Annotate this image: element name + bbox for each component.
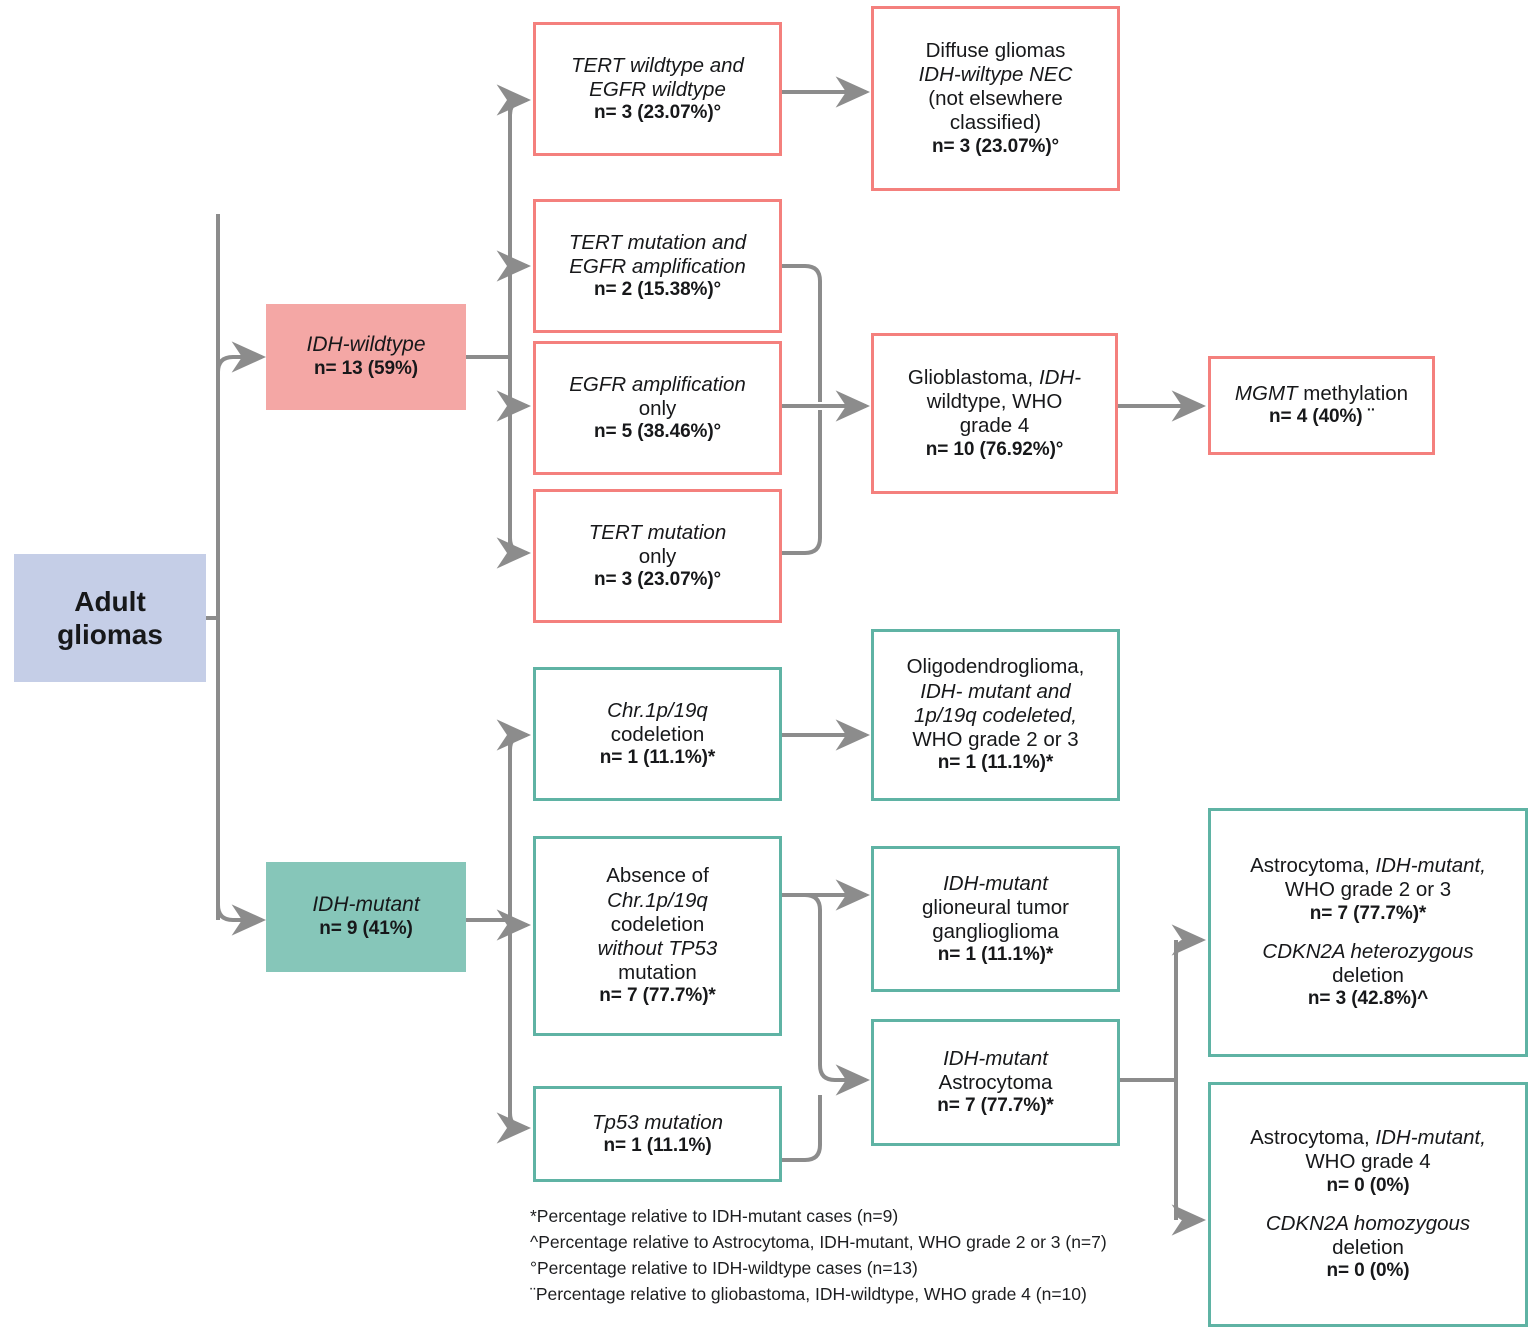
node-label-line: WHO grade 2 or 3 — [912, 727, 1079, 751]
node-count: n= 4 (40%) ¨ — [1269, 406, 1374, 428]
node-label-line: CDKN2A heterozygous — [1211, 940, 1525, 964]
node-label-line: EGFR amplification — [569, 372, 746, 396]
node-label-line: 1p/19q codeleted, — [874, 704, 1117, 728]
node-count: n= 3 (23.07%)° — [931, 135, 1060, 157]
gene-name: without TP53 — [597, 936, 718, 960]
node-tp53-mutation[interactable]: Tp53 mutation n= 1 (11.1%) — [533, 1086, 782, 1182]
node-label-line: IDH-mutant — [312, 893, 420, 917]
node-tert-wt-egfr-wt[interactable]: TERT wildtype and EGFR wildtype n= 3 (23… — [533, 22, 782, 156]
node-label-line: codeletion — [610, 912, 705, 936]
node-label-line: TERT mutation — [588, 520, 727, 544]
node-label-line: only — [638, 396, 677, 420]
node-chr1p19q-codeletion[interactable]: Chr.1p/19q codeletion n= 1 (11.1%)* — [533, 667, 782, 801]
node-label-line: without TP53 — [536, 937, 779, 961]
node-mgmt-methylation[interactable]: MGMT methylation n= 4 (40%) ¨ — [1208, 356, 1435, 455]
node-label-line: MGMT methylation — [1234, 382, 1409, 406]
node-label-line: IDH-mutant — [943, 871, 1048, 895]
node-count: n= 9 (41%) — [319, 918, 413, 940]
node-count-secondary: n= 3 (42.8%)^ — [1307, 988, 1429, 1010]
node-label-line: deletion — [1332, 964, 1404, 988]
node-label-line: Diffuse gliomas — [925, 38, 1066, 62]
node-label-line: grade 4 — [959, 414, 1030, 438]
node-diffuse-gliomas-nec[interactable]: Diffuse gliomas IDH-wiltype NEC (not els… — [871, 6, 1120, 191]
gene-name: EGFR amplification — [569, 254, 746, 278]
node-label-line: Astrocytoma, IDH-mutant, — [1250, 1126, 1486, 1150]
node-label-line: glioneural tumor — [922, 895, 1069, 919]
gene-name: TERT mutation and — [568, 230, 747, 254]
node-astrocytoma-grade-4[interactable]: Astrocytoma, IDH-mutant, WHO grade 4 n= … — [1208, 1082, 1528, 1327]
node-label-line: WHO grade 2 or 3 — [1284, 878, 1452, 902]
legend-item: °Percentage relative to IDH-wildtype cas… — [530, 1257, 918, 1278]
node-label-line: Glioblastoma, IDH- — [907, 366, 1082, 390]
node-label-line: Chr.1p/19q — [607, 888, 708, 912]
node-label-line: ganglioglioma — [932, 919, 1059, 943]
node-count: n= 0 (0%) — [1326, 1174, 1410, 1196]
node-label-line: gliomas — [57, 619, 163, 650]
node-label-line: wildtype, WHO — [926, 390, 1063, 414]
node-tert-mut-egfr-amp[interactable]: TERT mutation and EGFR amplification n= … — [533, 199, 782, 333]
locus-name: 1p/19q codeleted, — [914, 703, 1077, 727]
node-count: n= 2 (15.38%)° — [593, 278, 722, 300]
node-label-line: Astrocytoma — [938, 1071, 1053, 1095]
node-label-line: deletion — [1332, 1236, 1404, 1260]
node-idh-wildtype[interactable]: IDH-wildtype n= 13 (59%) — [266, 304, 466, 410]
node-label-line: codeletion — [610, 722, 705, 746]
legend-item: *Percentage relative to IDH-mutant cases… — [530, 1206, 899, 1226]
legend-footnotes: *Percentage relative to IDH-mutant cases… — [530, 1204, 1107, 1308]
gene-name: CDKN2A homozygous — [1265, 1212, 1471, 1235]
node-label-line: TERT wildtype and — [571, 53, 744, 77]
node-count: n= 1 (11.1%)* — [599, 746, 716, 768]
node-label-line: only — [638, 544, 677, 568]
node-label-line: Chr.1p/19q — [607, 698, 708, 722]
node-count: n= 7 (77.7%)* — [1309, 902, 1427, 924]
node-label-line: IDH-mutant — [943, 1047, 1048, 1071]
node-glioneural-tumor[interactable]: IDH-mutant glioneural tumor gangliogliom… — [871, 846, 1120, 992]
node-count: n= 5 (38.46%)° — [593, 420, 722, 442]
node-count: n= 7 (77.7%)* — [599, 985, 716, 1007]
legend-item: ^Percentage relative to Astrocytoma, IDH… — [530, 1231, 1107, 1252]
node-count: n= 13 (59%) — [314, 358, 418, 380]
node-count-secondary: n= 0 (0%) — [1326, 1260, 1410, 1282]
node-count: n= 1 (11.1%)* — [937, 944, 1054, 966]
node-label-line: Astrocytoma, IDH-mutant, — [1250, 854, 1486, 878]
node-label-line: classified) — [949, 111, 1042, 135]
node-label-line: mutation — [618, 961, 697, 985]
node-label-line: EGFR amplification — [536, 255, 779, 279]
node-count: n= 10 (76.92%)° — [925, 438, 1064, 460]
node-count: n= 3 (23.07%)° — [593, 101, 722, 123]
node-count: n= 3 (23.07%)° — [593, 568, 722, 590]
node-label-line: Oligodendroglioma, — [906, 655, 1085, 679]
node-label-line: IDH-wildtype — [306, 333, 426, 357]
node-label-line: Tp53 mutation — [536, 1111, 779, 1135]
gene-name: CDKN2A heterozygous — [1262, 940, 1474, 963]
node-label-line: Absence of — [606, 864, 709, 888]
node-label-line: Adult — [74, 585, 146, 617]
node-absence-codeletion[interactable]: Absence of Chr.1p/19q codeletion without… — [533, 836, 782, 1036]
legend-item: ¨Percentage relative to gliobastoma, IDH… — [530, 1283, 1087, 1304]
node-oligodendroglioma[interactable]: Oligodendroglioma, IDH- mutant and 1p/19… — [871, 629, 1120, 801]
node-egfr-amp-only[interactable]: EGFR amplification only n= 5 (38.46%)° — [533, 341, 782, 475]
node-count: n= 7 (77.7%)* — [937, 1095, 1054, 1117]
node-tert-mut-only[interactable]: TERT mutation only n= 3 (23.07%)° — [533, 489, 782, 623]
node-count: n= 1 (11.1%)* — [937, 752, 1054, 774]
node-label-line: IDH-wiltype NEC — [918, 63, 1073, 87]
node-label-line: (not elsewhere — [928, 87, 1063, 111]
node-label-line: WHO grade 4 — [1305, 1150, 1431, 1174]
node-idh-mutant[interactable]: IDH-mutant n= 9 (41%) — [266, 862, 466, 972]
gene-name: Tp53 mutation — [591, 1110, 724, 1134]
node-glioblastoma[interactable]: Glioblastoma, IDH- wildtype, WHO grade 4… — [871, 333, 1118, 494]
node-adult-gliomas[interactable]: Adult gliomas — [14, 554, 206, 682]
node-label-line: CDKN2A homozygous — [1211, 1212, 1525, 1236]
node-label-line: TERT mutation and — [536, 231, 779, 255]
node-astrocytoma-grade-2-3[interactable]: Astrocytoma, IDH-mutant, WHO grade 2 or … — [1208, 808, 1528, 1057]
node-label-line: IDH- mutant and — [920, 679, 1071, 703]
node-count: n= 1 (11.1%) — [603, 1134, 712, 1156]
node-label-line: EGFR wildtype — [589, 77, 726, 101]
node-idh-mutant-astrocytoma[interactable]: IDH-mutant Astrocytoma n= 7 (77.7%)* — [871, 1019, 1120, 1146]
